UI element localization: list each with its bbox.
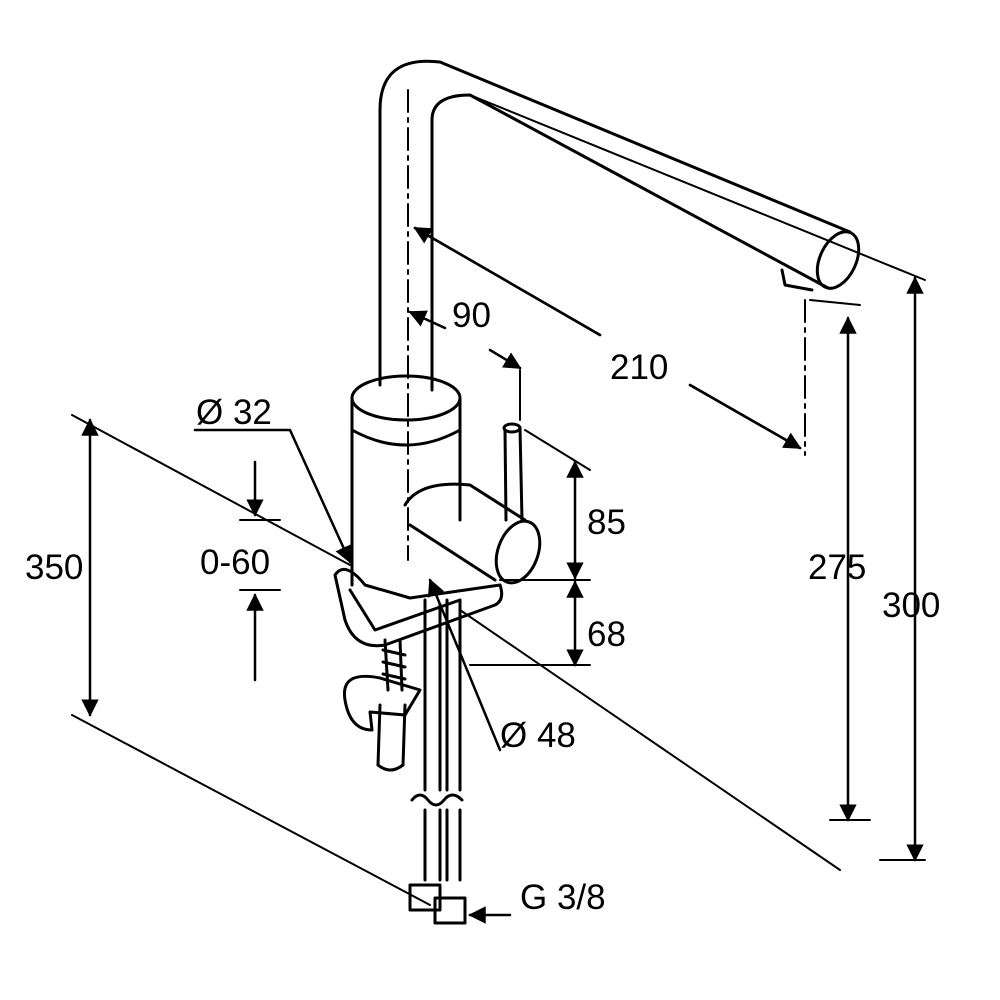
dimension-base-diameter: Ø 48 <box>500 716 576 755</box>
dimension-body-diameter: Ø 32 <box>196 393 272 432</box>
faucet-body <box>350 374 462 587</box>
dimension-total-height: 300 <box>882 586 941 625</box>
dimension-deck-thickness: 0-60 <box>200 543 271 582</box>
lever-handle <box>403 422 542 585</box>
supply-hoses <box>408 598 467 925</box>
dimension-connection-thread: G 3/8 <box>520 878 606 917</box>
dimension-lines <box>71 94 926 906</box>
spout <box>378 59 861 392</box>
dimension-spout-offset: 90 <box>452 296 491 335</box>
dimension-arrows <box>81 226 924 924</box>
dimension-total-depth: 350 <box>25 548 84 587</box>
dimension-lever-height: 85 <box>587 503 626 542</box>
dimension-outlet-height: 275 <box>808 548 867 587</box>
dimension-base-height: 68 <box>587 615 626 654</box>
dimension-spout-reach: 210 <box>610 348 669 387</box>
base-plate <box>333 567 504 648</box>
mounting-clamp <box>342 638 422 772</box>
centerlines <box>407 89 806 561</box>
